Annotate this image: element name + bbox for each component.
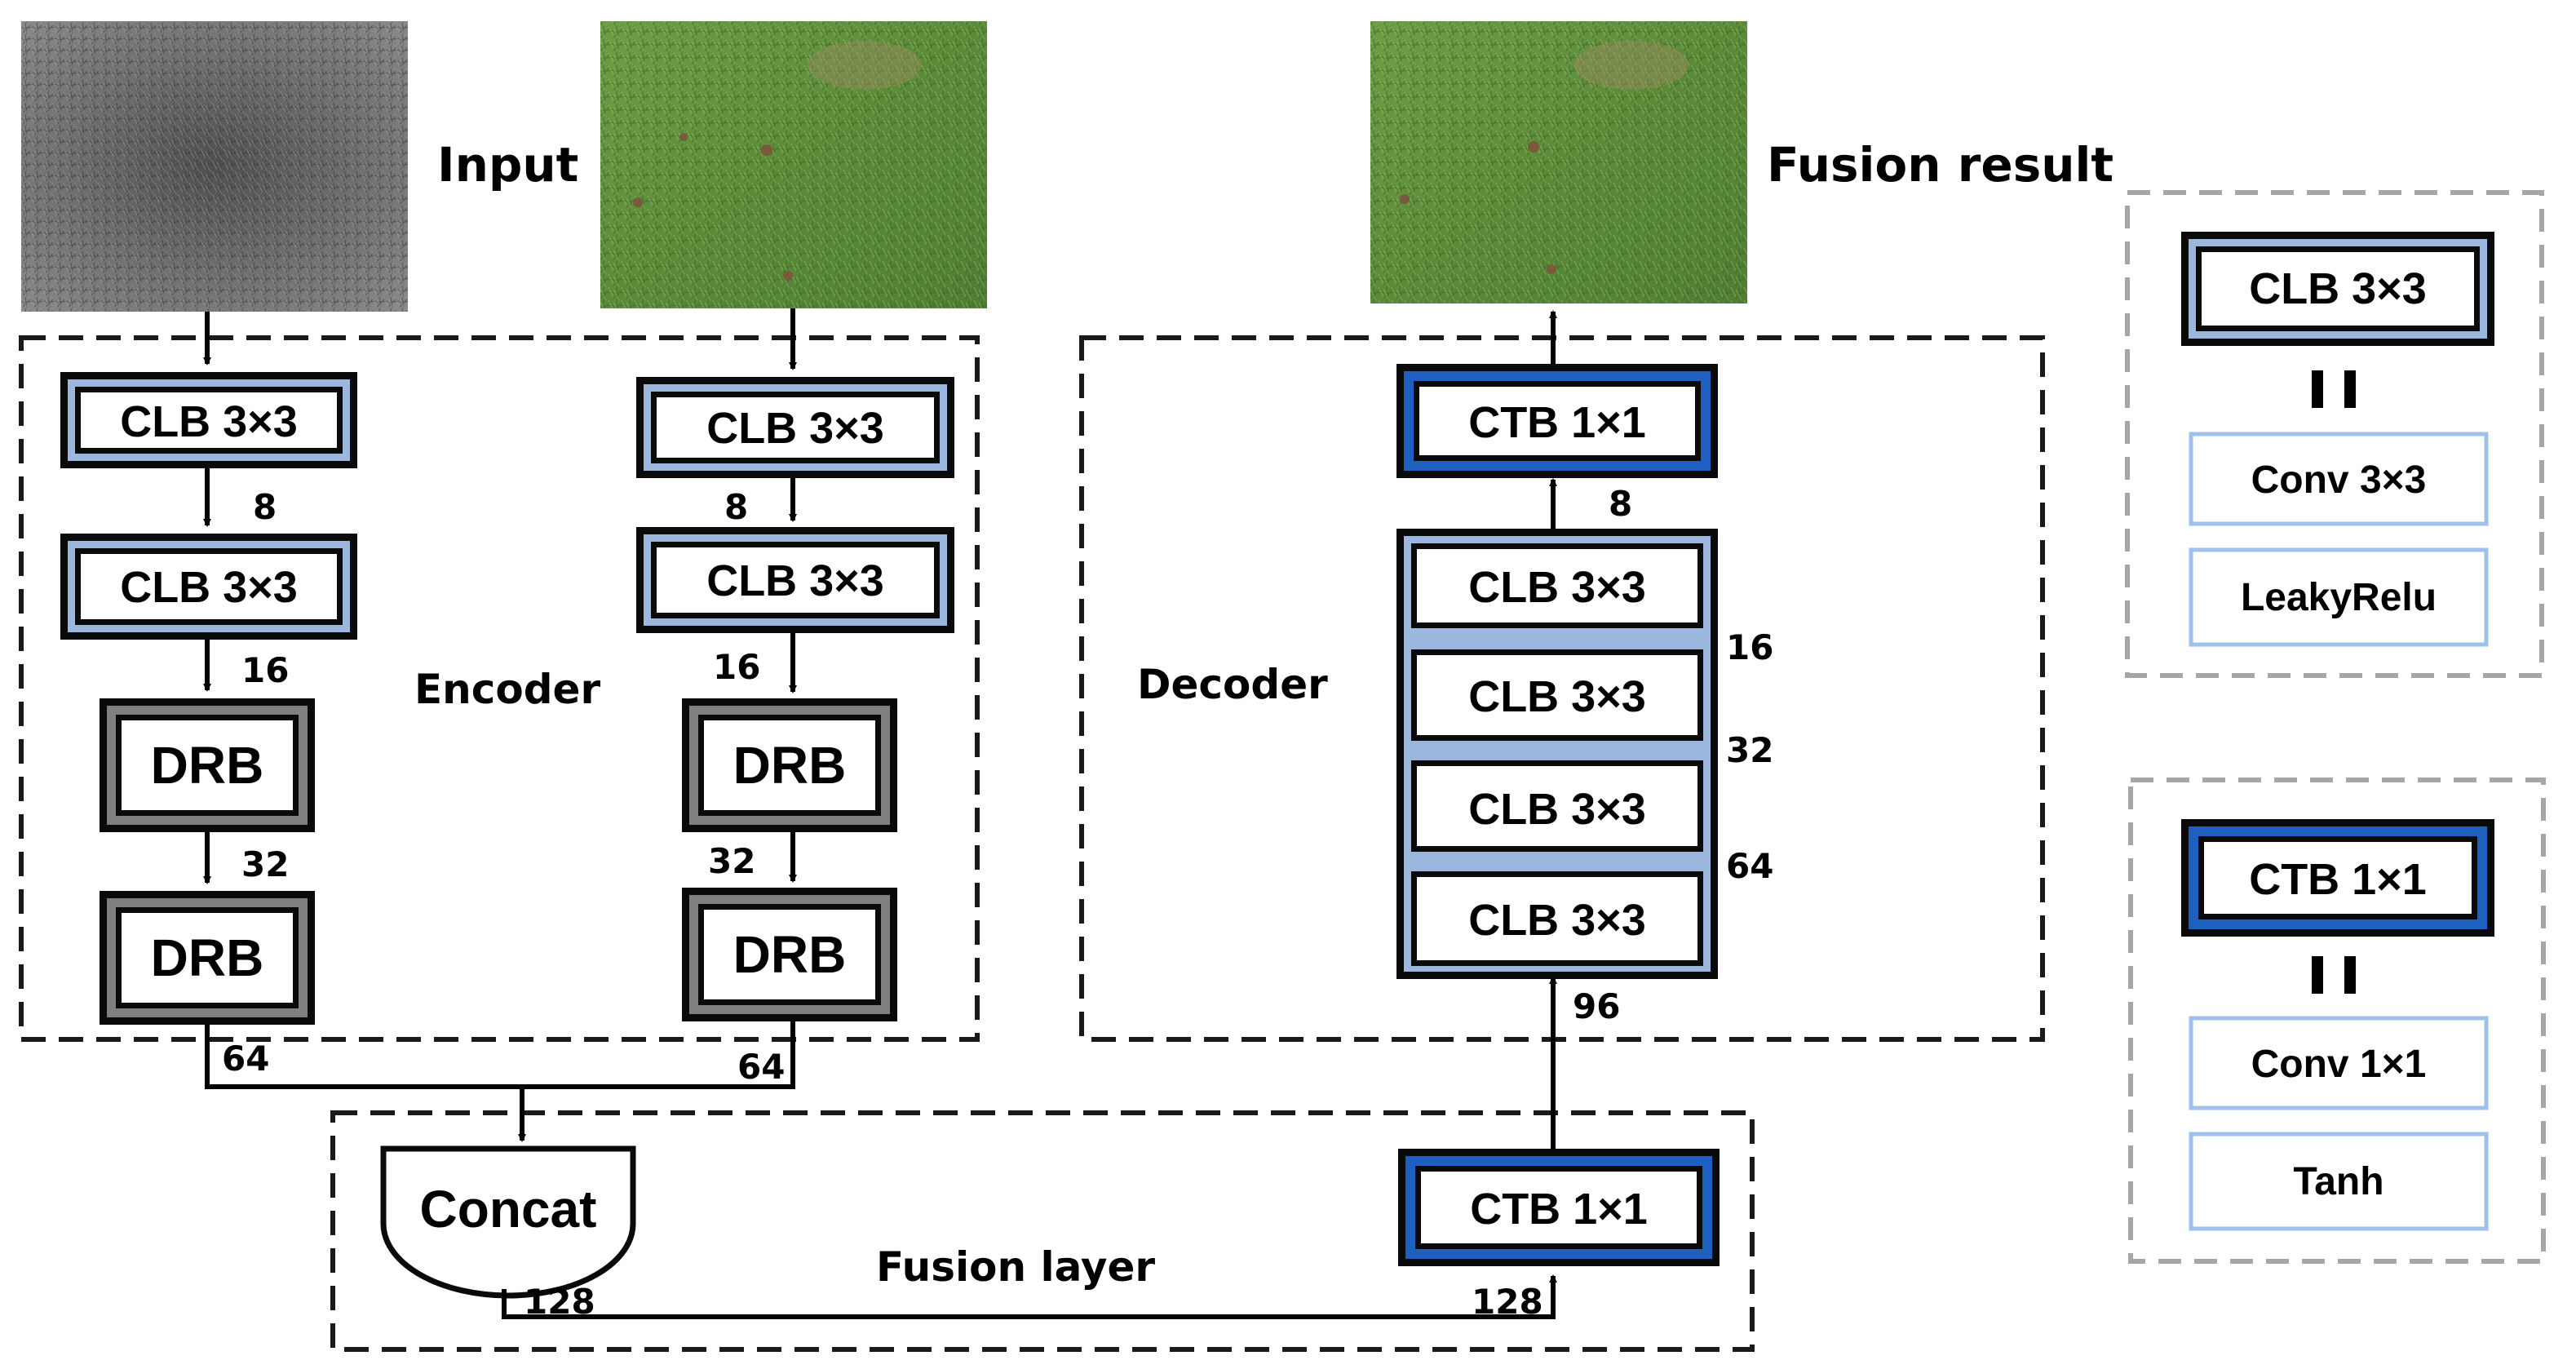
legend-clb-leakyrelu-item: LeakyRelu [2189,547,2489,647]
legend-clb-block: CLB 3×3 [2181,232,2494,346]
connector-left-to-concat [205,1025,522,1089]
channel-label: 16 [713,647,760,687]
clb-block-enc-right-1: CLB 3×3 [636,377,954,478]
fusion-result-image [1370,21,1747,303]
encoder-label: Encoder [414,666,600,713]
legend-ctb-block: CTB 1×1 [2181,819,2494,937]
fusion-layer-frame [330,1110,1755,1352]
clb-label: CLB 3×3 [1468,672,1646,721]
encoder-frame [19,335,980,1042]
legend-clb-frame [2125,190,2544,678]
channel-label: 8 [253,487,277,527]
drb-label: DRB [733,736,847,795]
drb-block-enc-left-1: DRB [100,698,315,832]
legend-clb-equals-icon [2312,370,2356,408]
legend-clb-title: CLB 3×3 [2249,264,2427,313]
drb-label: DRB [733,925,847,984]
legend-item-label: Tanh [2293,1160,2383,1203]
channel-label: 128 [524,1282,595,1322]
legend-ctb-tanh-item: Tanh [2189,1132,2489,1231]
clb-label: CLB 3×3 [706,556,884,605]
channel-label: 32 [241,844,289,884]
drb-block-enc-right-1: DRB [682,698,897,832]
channel-label: 128 [1472,1282,1543,1322]
channel-label: 64 [1726,846,1773,886]
fusion-result-label: Fusion result [1767,137,2113,193]
clb-block-enc-left-1: CLB 3×3 [60,372,357,468]
connector-concat-to-ctb [502,1274,1557,1319]
connector-right-to-concat [522,1021,795,1089]
channel-label: 64 [737,1047,785,1087]
legend-ctb-conv-item: Conv 1×1 [2189,1016,2489,1110]
clb-label: CLB 3×3 [1468,785,1646,834]
channel-label: 8 [724,487,748,527]
channel-label: 96 [1573,986,1620,1026]
legend-ctb-frame [2128,778,2546,1264]
clb-label: CLB 3×3 [1468,563,1646,612]
visible-input-image [600,21,987,308]
ctb-block-decoder: CTB 1×1 [1396,364,1718,478]
channel-label: 32 [708,841,755,881]
ctb-label: CTB 1×1 [1468,398,1646,447]
clb-block-dec-3: CLB 3×3 [1411,760,1703,852]
clb-label: CLB 3×3 [706,404,884,453]
ctb-block-fusion: CTB 1×1 [1398,1149,1720,1266]
legend-ctb-title: CTB 1×1 [2249,855,2427,904]
decoder-clb-stack: CLB 3×3 CLB 3×3 CLB 3×3 CLB 3×3 [1396,529,1718,979]
drb-label: DRB [151,736,264,795]
clb-block-dec-4: CLB 3×3 [1411,871,1703,966]
legend-item-label: LeakyRelu [2241,576,2437,619]
legend-ctb-equals-icon [2312,956,2356,994]
channel-label: 32 [1726,730,1773,770]
fusion-layer-label: Fusion layer [876,1243,1155,1291]
legend-item-label: Conv 3×3 [2251,459,2427,502]
decoder-label: Decoder [1137,661,1328,708]
channel-label: 16 [241,650,289,690]
concat-label: Concat [420,1180,597,1238]
decoder-frame [1079,335,2045,1042]
drb-label: DRB [151,928,264,987]
drb-block-enc-right-2: DRB [682,888,897,1021]
legend-clb-conv-item: Conv 3×3 [2189,432,2489,526]
clb-block-enc-right-2: CLB 3×3 [636,527,954,633]
legend-item-label: Conv 1×1 [2251,1043,2427,1086]
clb-block-dec-1: CLB 3×3 [1411,543,1703,628]
input-label: Input [437,137,578,193]
drb-block-enc-left-2: DRB [100,891,315,1025]
channel-label: 16 [1726,627,1773,667]
channel-label: 8 [1609,484,1632,524]
ctb-label: CTB 1×1 [1470,1185,1648,1234]
clb-block-enc-left-2: CLB 3×3 [60,534,357,640]
channel-label: 64 [222,1039,269,1079]
clb-label: CLB 3×3 [120,397,298,446]
infrared-input-image [21,21,408,312]
clb-label: CLB 3×3 [1468,896,1646,945]
clb-block-dec-2: CLB 3×3 [1411,649,1703,741]
concat-block: Concat [380,1145,636,1299]
clb-label: CLB 3×3 [120,563,298,612]
